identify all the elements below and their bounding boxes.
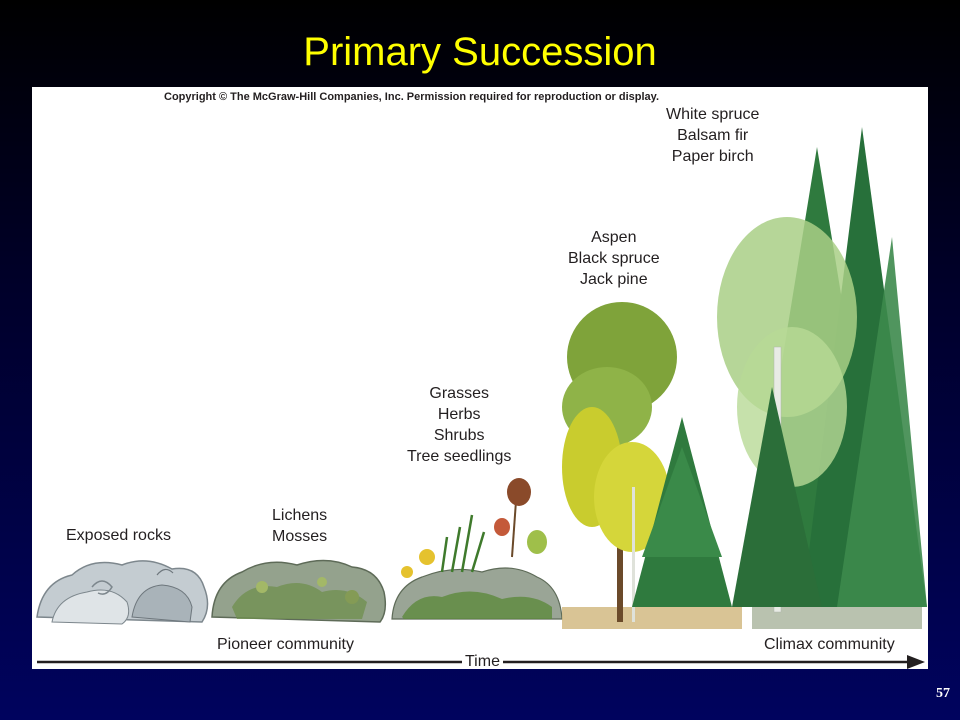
- stage-label-grasses-seedlings: Grasses Herbs Shrubs Tree seedlings: [407, 385, 512, 465]
- aspen-spruce-pine-illustration: [562, 302, 742, 629]
- time-axis-label: Time: [462, 651, 503, 669]
- grasses-shrubs-illustration: [391, 478, 563, 620]
- stage-label-aspen-spruce-pine: Aspen Black spruce Jack pine: [568, 229, 660, 288]
- lichens-mosses-illustration: [211, 559, 387, 623]
- exposed-rocks-illustration: [36, 560, 209, 625]
- slide-title: Primary Succession: [303, 30, 657, 74]
- stage-label-exposed-rocks: Exposed rocks: [66, 527, 171, 544]
- copyright-notice: Copyright © The McGraw-Hill Companies, I…: [164, 91, 660, 103]
- stage-label-lichens-mosses: Lichens Mosses: [272, 507, 328, 545]
- page-number: 57: [936, 686, 950, 701]
- succession-figure: Copyright © The McGraw-Hill Companies, I…: [32, 87, 928, 669]
- pioneer-community-label: Pioneer community: [217, 636, 354, 653]
- stage-label-spruce-fir-birch: White spruce Balsam fir Paper birch: [666, 106, 760, 165]
- climax-community-label: Climax community: [764, 636, 895, 653]
- succession-illustration: [36, 127, 927, 669]
- climax-forest-illustration: [717, 127, 927, 629]
